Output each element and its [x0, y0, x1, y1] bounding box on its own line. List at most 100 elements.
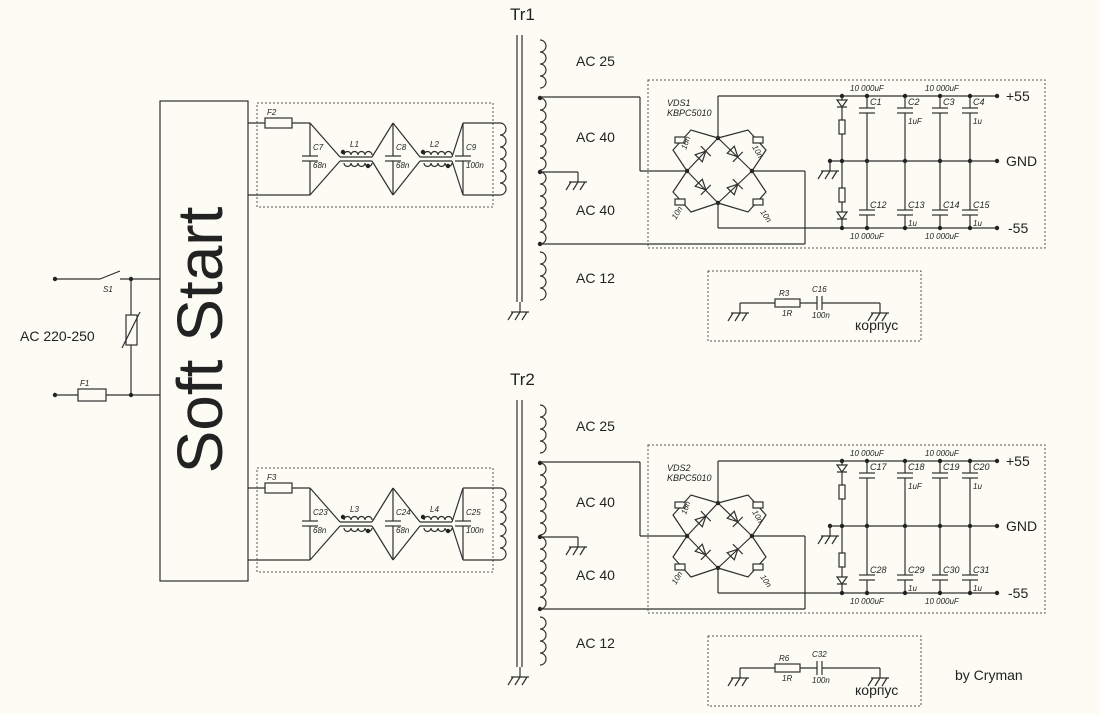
junction-dot [340, 149, 346, 155]
diode-icon [694, 543, 712, 561]
cap-value: 1u [973, 584, 982, 593]
choke-winding [343, 150, 373, 156]
cap-label: C32 [812, 650, 827, 659]
junction-dot [994, 225, 1000, 231]
cap-label: C2 [908, 97, 920, 107]
cap-value: 1u [908, 584, 917, 593]
resistor-value: 1R [782, 674, 792, 683]
snubber-cap [752, 198, 764, 206]
wire [686, 170, 719, 204]
snubber-value: 10n [758, 208, 773, 225]
cap-value: 1uF [908, 482, 923, 491]
cap-value: 1u [973, 219, 982, 228]
wire [686, 535, 719, 569]
junction-dot [864, 225, 870, 231]
junction-dot [994, 590, 1000, 596]
cap-label: C8 [396, 143, 407, 152]
resistor [838, 187, 846, 203]
cap-value: 68n [313, 526, 327, 535]
winding-label: AC 40 [576, 567, 615, 583]
emi-filter-box [256, 102, 494, 208]
wire [392, 525, 421, 561]
wire [451, 160, 464, 196]
cap-label: C31 [973, 565, 990, 575]
junction-dot [902, 225, 908, 231]
ground-icon [727, 303, 749, 322]
junction-dot [902, 590, 908, 596]
mains-voltage-label: AC 220-250 [20, 328, 95, 344]
cap-label: C9 [466, 143, 477, 152]
resistor-label: R6 [779, 654, 790, 663]
cap-value: 68n [313, 161, 327, 170]
cap-value: 1u [973, 117, 982, 126]
snubber-value: 10n [670, 204, 685, 221]
cap-label: C24 [396, 508, 411, 517]
junction-dot [967, 458, 973, 464]
junction-dot [994, 458, 1000, 464]
secondary-winding [539, 97, 547, 171]
wire [309, 122, 341, 158]
junction-dot [967, 93, 973, 99]
wire [392, 160, 421, 196]
ground-icon [817, 161, 839, 180]
winding-label: AC 12 [576, 270, 615, 286]
bulk-cap-label: 10 000uF [850, 449, 885, 458]
snubber-value: 10n [679, 135, 692, 151]
resistor [838, 552, 846, 568]
junction-dot [839, 158, 845, 164]
choke-label: L4 [430, 505, 439, 514]
soft-start-title: Soft Start [164, 206, 236, 473]
switch-s1 [99, 270, 121, 280]
cap-label: C3 [943, 97, 955, 107]
cap-label: C12 [870, 200, 887, 210]
junction-dot [839, 523, 845, 529]
varistor-arrow [121, 311, 141, 349]
chassis-link-box [707, 635, 922, 707]
junction-dot [420, 149, 426, 155]
junction-dot [864, 93, 870, 99]
junction-dot [967, 225, 973, 231]
snubber-cap [674, 501, 686, 509]
snubber-cap [752, 136, 764, 144]
resistor [774, 663, 801, 673]
rail-label-negative: -55 [1008, 220, 1028, 236]
junction-dot [902, 458, 908, 464]
led-icon [835, 464, 849, 474]
diode-icon [694, 178, 712, 196]
rail-label-positive: +55 [1006, 88, 1030, 104]
choke-winding [423, 515, 453, 521]
transformer-label: Tr2 [510, 370, 535, 389]
wire [717, 535, 753, 569]
choke-winding [343, 515, 373, 521]
transformer-label: Tr1 [510, 5, 535, 24]
cap-label: C4 [973, 97, 985, 107]
junction-dot [839, 458, 845, 464]
junction-dot [839, 590, 845, 596]
fuse-label: F2 [267, 108, 277, 117]
chassis-label: корпус [855, 317, 898, 333]
rectifier-box [647, 444, 1046, 614]
rail-label-negative: -55 [1008, 585, 1028, 601]
wire [686, 137, 719, 172]
rail-label-gnd: GND [1006, 518, 1037, 534]
led-icon [835, 99, 849, 109]
junction-dot [340, 514, 346, 520]
resistor [838, 119, 846, 135]
ground-icon [727, 668, 749, 687]
secondary-winding [539, 171, 547, 245]
junction-dot [365, 528, 371, 534]
wire [451, 122, 464, 158]
junction-dot [937, 225, 943, 231]
author-credit: by Cryman [955, 667, 1023, 683]
resistor [838, 484, 846, 500]
snubber-wire [717, 535, 767, 578]
rail-label-positive: +55 [1006, 453, 1030, 469]
rectifier-box [647, 79, 1046, 249]
cap-label: C7 [313, 143, 324, 152]
junction-dot [864, 458, 870, 464]
wire [686, 502, 719, 537]
chassis-label: корпус [855, 682, 898, 698]
cap-label: C29 [908, 565, 925, 575]
ground-icon [507, 302, 529, 321]
